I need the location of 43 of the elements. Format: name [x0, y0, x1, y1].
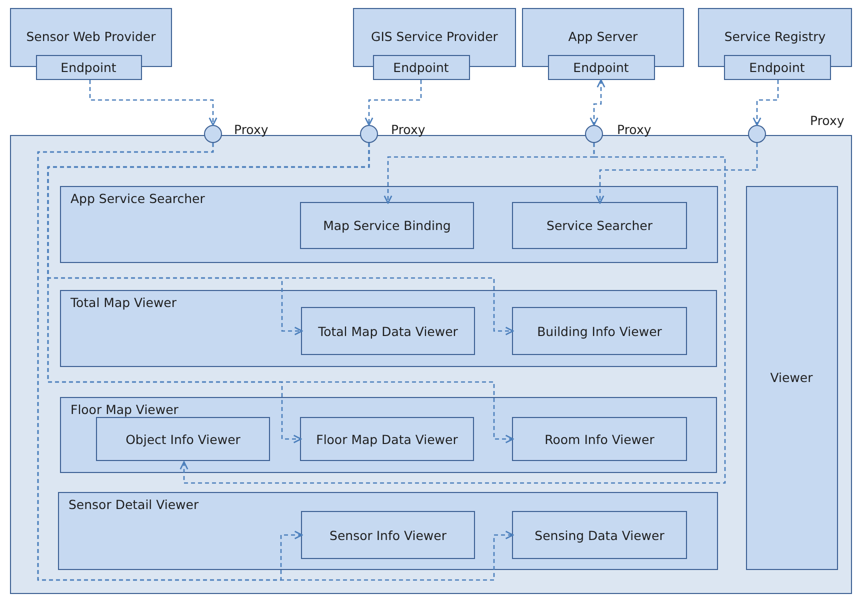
component-box: Floor Map Data Viewer — [300, 417, 474, 461]
component-box: Viewer — [746, 186, 838, 570]
endpoint-box: Endpoint — [724, 54, 830, 80]
component-box: Service Searcher — [512, 202, 687, 249]
group-title: Total Map Viewer — [70, 294, 177, 310]
component-box: Room Info Viewer — [512, 417, 687, 461]
group-title: Sensor Detail Viewer — [68, 496, 199, 512]
proxy-circle — [748, 125, 766, 143]
dashed-arrow — [590, 79, 606, 126]
component-box: Total Map Data Viewer — [301, 307, 475, 355]
component-box: Object Info Viewer — [96, 417, 270, 461]
proxy-label: Proxy — [234, 122, 268, 137]
system-frame — [10, 135, 852, 594]
proxy-label: Proxy — [617, 122, 652, 137]
proxy-circle — [585, 125, 603, 143]
dashed-arrow — [47, 143, 514, 444]
service-name: Service Registry — [724, 29, 826, 44]
component-group — [60, 186, 718, 262]
dashed-arrow — [752, 80, 779, 126]
dashed-arrow — [596, 143, 758, 204]
proxy-label: Proxy — [810, 113, 844, 128]
dashed-arrow — [364, 80, 422, 126]
component-box: Building Info Viewer — [512, 307, 687, 355]
dashed-arrow — [89, 80, 218, 126]
group-title: Floor Map Viewer — [70, 402, 178, 416]
component-box: Map Service Binding — [300, 202, 474, 249]
component-group — [58, 492, 718, 570]
endpoint-box: Endpoint — [548, 54, 654, 80]
component-box: Sensing Data Viewer — [512, 511, 687, 559]
service-name: Sensor Web Provider — [26, 29, 156, 44]
proxy-label: Proxy — [391, 122, 426, 137]
endpoint-box: Endpoint — [372, 54, 470, 80]
proxy-circle — [360, 125, 378, 143]
group-title: App Service Searcher — [70, 190, 205, 206]
component-box: Sensor Info Viewer — [301, 511, 475, 559]
dashed-arrow — [37, 142, 514, 581]
endpoint-box: Endpoint — [36, 54, 142, 80]
component-group — [60, 396, 716, 472]
dashed-arrow — [180, 143, 726, 484]
service-name: App Server — [568, 29, 638, 44]
component-group — [60, 290, 716, 366]
service-name: GIS Service Provider — [371, 29, 498, 44]
proxy-circle — [204, 125, 222, 143]
